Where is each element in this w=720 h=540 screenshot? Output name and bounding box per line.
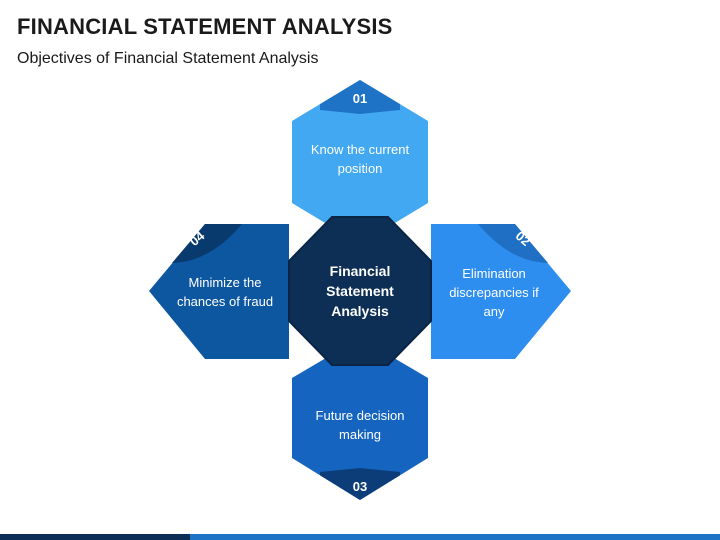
node-03-shape — [292, 338, 428, 500]
node-04-label: Minimize the chances of fraud — [176, 275, 274, 309]
node-04 — [149, 224, 289, 359]
page-subtitle: Objectives of Financial Statement Analys… — [17, 50, 319, 67]
node-01-shape — [292, 80, 428, 244]
bottom-bar-blue — [190, 534, 720, 540]
node-03-number: 03 — [352, 479, 368, 494]
node-04-badge — [172, 224, 242, 263]
node-01-number: 01 — [352, 91, 368, 106]
bottom-accent-bar — [0, 534, 720, 540]
center-octagon — [288, 216, 432, 366]
bottom-bar-dark — [0, 534, 190, 540]
node-02-label: Elimination discrepancies if any — [449, 265, 539, 319]
center-label: Financial Statement Analysis — [326, 263, 394, 319]
node-03-label: Future decision making — [315, 408, 405, 442]
node-02 — [431, 224, 571, 359]
page-title: FINANCIAL STATEMENT ANALYSIS — [17, 14, 393, 39]
node-02-badge — [478, 224, 548, 263]
node-01-label: Know the current position — [310, 142, 410, 176]
